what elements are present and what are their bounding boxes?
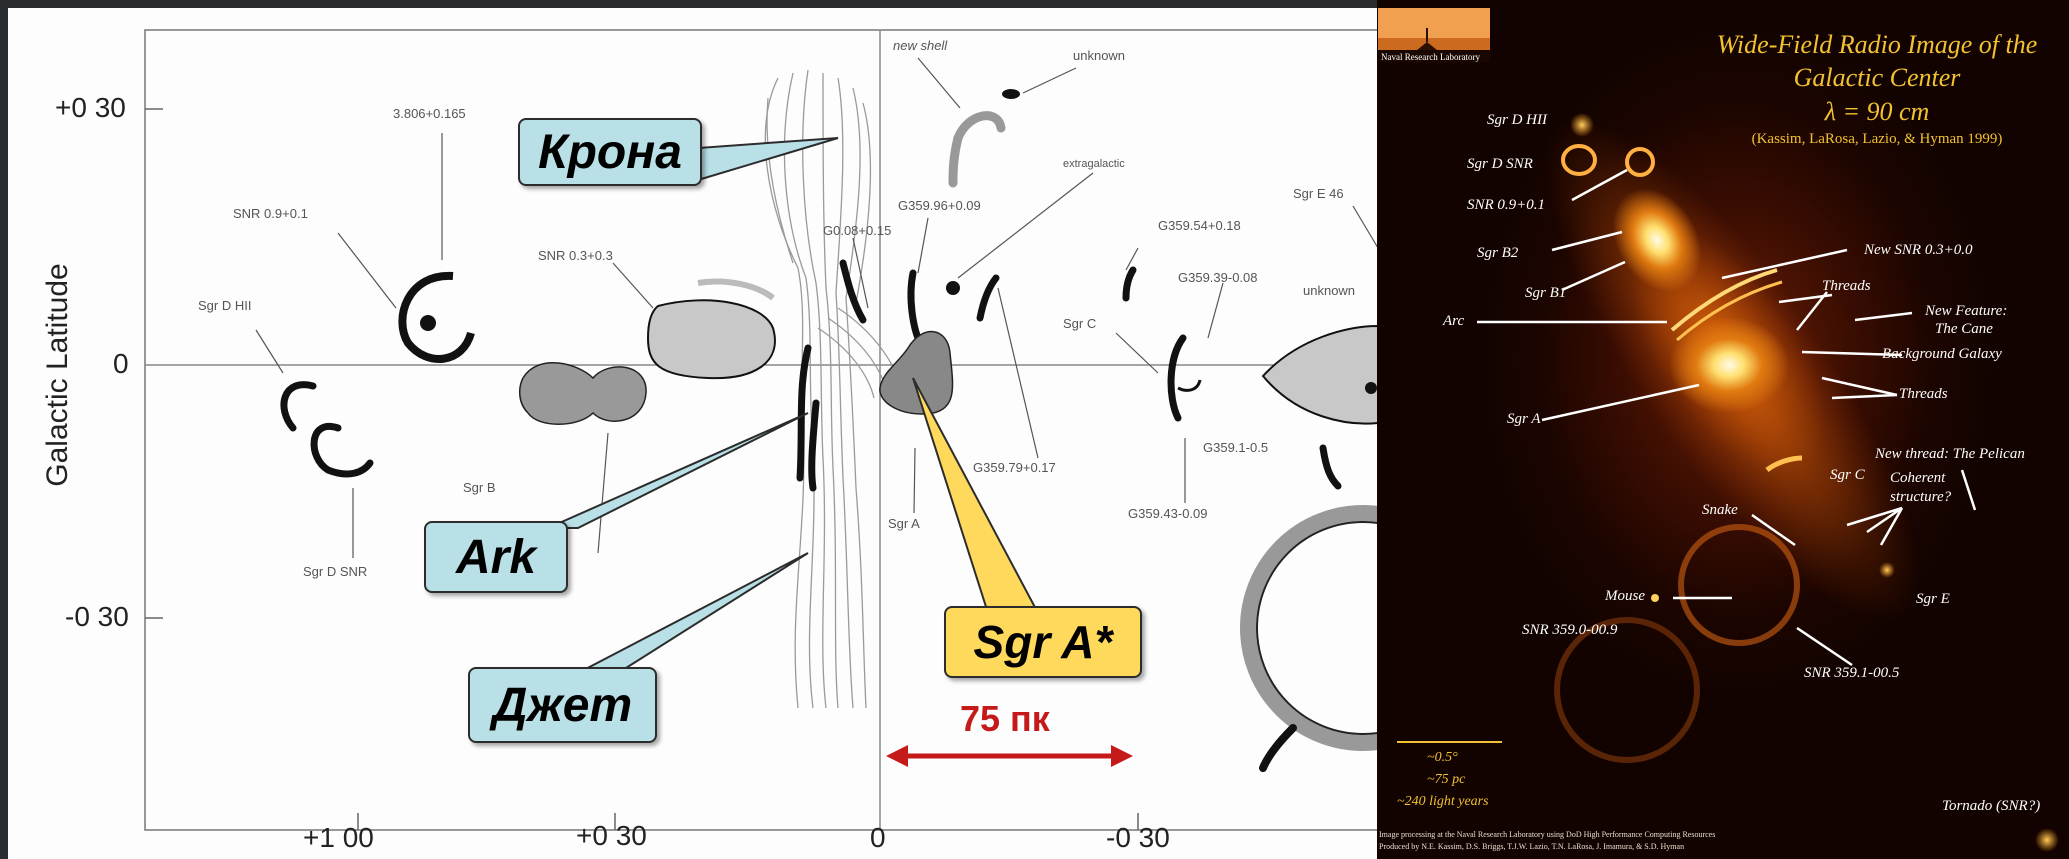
feature-label: extragalactic (1063, 158, 1125, 170)
y-tick-zero: 0 (113, 348, 129, 380)
label-snr-09: SNR 0.9+0.1 (1467, 197, 1545, 214)
label-coherent-2: structure? (1890, 489, 1951, 506)
scale-degrees: ~0.5° (1427, 750, 1458, 766)
title-line-2: Galactic Center (1687, 63, 2067, 93)
logo-text: Naval Research Laboratory (1381, 52, 1480, 62)
schematic-map-panel: Galactic Latitude +0 30 0 -0 30 +1 00 +0… (8, 8, 1378, 859)
x-tick-4: -0 30 (1106, 822, 1170, 854)
x-tick-2: +0 30 (576, 820, 647, 852)
label-threads-2: Threads (1899, 386, 1948, 403)
label-sgr-d-snr: Sgr D SNR (1467, 156, 1533, 173)
scale-parsecs: ~75 pc (1427, 772, 1465, 788)
feature-label: Sgr D HII (198, 298, 251, 313)
scale-arrow (886, 745, 1133, 767)
feature-label: Sgr A (888, 516, 920, 531)
feature-label: 3.806+0.165 (393, 106, 466, 121)
label-snr-359-1: SNR 359.1-00.5 (1804, 665, 1899, 682)
label-arc: Arc (1443, 313, 1464, 330)
y-axis-label: Galactic Latitude (41, 255, 75, 495)
radio-image (1377, 0, 2069, 859)
label-mouse: Mouse (1605, 588, 1645, 605)
feature-label: Sgr D SNR (303, 564, 367, 579)
feature-label: SNR 0.9+0.1 (233, 206, 308, 221)
feature-label: Sgr E 46 (1293, 186, 1344, 201)
callout-crown: Крона (518, 118, 702, 186)
y-tick-bottom: -0 30 (65, 601, 129, 633)
feature-label: G359.96+0.09 (898, 198, 981, 213)
feature-label: G0.08+0.15 (823, 223, 891, 238)
label-coherent-1: Coherent (1890, 470, 1945, 487)
title-line-1: Wide-Field Radio Image of the (1687, 30, 2067, 60)
feature-label: G359.43-0.09 (1128, 506, 1208, 521)
feature-label: unknown (1073, 48, 1125, 63)
label-new-feature-1: New Feature: (1925, 303, 2007, 320)
label-snake: Snake (1702, 502, 1738, 519)
label-sgr-b2: Sgr B2 (1477, 245, 1518, 262)
title-line-3: λ = 90 cm (1687, 97, 2067, 127)
label-new-feature-2: The Cane (1935, 321, 1993, 338)
label-sgr-b1: Sgr B1 (1525, 285, 1566, 302)
feature-label: G359.79+0.17 (973, 460, 1056, 475)
feature-label: G359.1-0.5 (1203, 440, 1268, 455)
callout-sgr-a-star: Sgr A* (944, 606, 1142, 678)
label-sgr-d-hii: Sgr D HII (1487, 112, 1547, 129)
callout-ark: Ark (424, 521, 568, 593)
scale-light-years: ~240 light years (1397, 794, 1489, 810)
label-sgr-a: Sgr A (1507, 411, 1540, 428)
callout-jet: Джет (468, 667, 657, 743)
label-snr-359-0: SNR 359.0-00.9 (1522, 622, 1617, 639)
feature-label: G359.39-0.08 (1178, 270, 1258, 285)
scale-label: 75 пк (960, 698, 1050, 740)
label-new-snr: New SNR 0.3+0.0 (1864, 242, 1972, 259)
feature-label: Sgr C (1063, 316, 1096, 331)
feature-label: Sgr B (463, 480, 496, 495)
x-tick-1: +1 00 (303, 822, 374, 854)
y-tick-top: +0 30 (55, 92, 126, 124)
label-background-galaxy: Background Galaxy (1882, 346, 2002, 363)
radio-image-panel: Naval Research Laboratory Wide-Field Rad… (1377, 0, 2069, 859)
citation: (Kassim, LaRosa, Lazio, & Hyman 1999) (1687, 131, 2067, 148)
label-new-thread: New thread: The Pelican (1875, 446, 2025, 463)
label-tornado: Tornado (SNR?) (1942, 798, 2040, 815)
feature-label: SNR 0.3+0.3 (538, 248, 613, 263)
feature-label: new shell (893, 38, 947, 53)
feature-label: G359.54+0.18 (1158, 218, 1241, 233)
label-sgr-c: Sgr C (1830, 467, 1865, 484)
credits-line-2: Produced by N.E. Kassim, D.S. Briggs, T.… (1379, 842, 1684, 851)
label-sgr-e: Sgr E (1916, 591, 1950, 608)
feature-label: unknown (1303, 283, 1355, 298)
x-tick-3: 0 (870, 822, 886, 854)
label-threads-1: Threads (1822, 278, 1871, 295)
credits-line-1: Image processing at the Naval Research L… (1379, 830, 1715, 839)
